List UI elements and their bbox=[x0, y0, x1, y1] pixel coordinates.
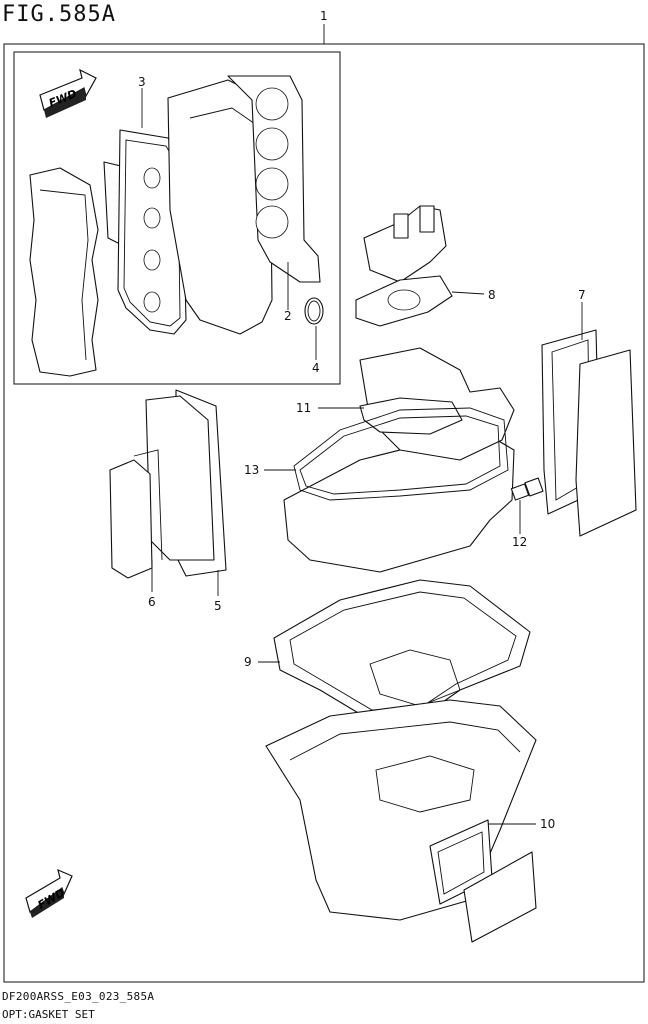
small-gasket-12 bbox=[510, 477, 544, 501]
callout-13: 13 bbox=[244, 463, 259, 477]
callout-1: 1 bbox=[320, 9, 328, 23]
gasket-9 bbox=[273, 579, 531, 721]
callout-8: 8 bbox=[488, 288, 496, 302]
callout-11: 11 bbox=[296, 401, 311, 415]
exhaust-cover-plate bbox=[575, 349, 637, 537]
side-cover-gasket-left bbox=[29, 167, 99, 377]
callout-6: 6 bbox=[148, 595, 156, 609]
gasket-13 bbox=[293, 407, 509, 501]
callout-12: 12 bbox=[512, 535, 527, 549]
callout-10: 10 bbox=[540, 817, 555, 831]
o-ring bbox=[304, 297, 324, 325]
callout-7: 7 bbox=[578, 288, 586, 302]
callout-5: 5 bbox=[214, 599, 222, 613]
drawing-code: DF200ARSS_E03_023_585A bbox=[2, 990, 155, 1003]
callout-4: 4 bbox=[312, 361, 320, 375]
callout-3: 3 bbox=[138, 75, 146, 89]
drawing-caption: OPT:GASKET SET bbox=[2, 1008, 95, 1021]
lower-cover-plate bbox=[463, 851, 537, 943]
side-cover-5 bbox=[145, 389, 227, 577]
thermostat-housing bbox=[363, 205, 447, 283]
leader-8 bbox=[451, 291, 485, 295]
callout-9: 9 bbox=[244, 655, 252, 669]
gasket-11 bbox=[359, 397, 463, 435]
head-gasket bbox=[227, 75, 321, 283]
fwd-arrow-icon-top: FWD bbox=[39, 68, 97, 118]
callout-2: 2 bbox=[284, 309, 292, 323]
crankcase-upper bbox=[283, 347, 515, 573]
figure-title: FIG.585A bbox=[2, 2, 116, 27]
inner-frame bbox=[13, 51, 341, 385]
fwd-arrow-icon-bottom: FWD bbox=[25, 868, 73, 918]
thermostat-gasket bbox=[355, 275, 453, 327]
